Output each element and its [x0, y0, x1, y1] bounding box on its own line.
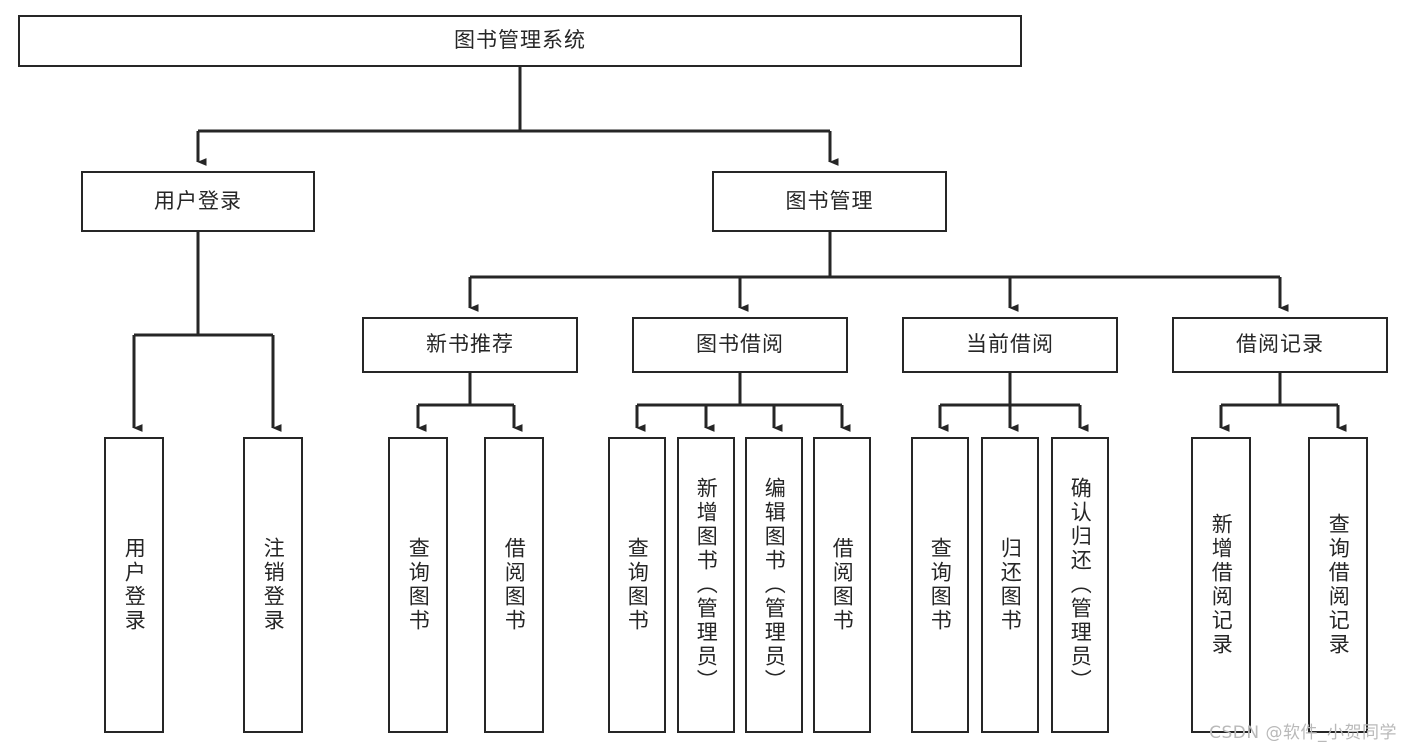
node-label: 编辑图书（管理员） — [762, 477, 787, 693]
node-leaf-borrow-book-recommend[interactable]: 借阅图书 — [484, 437, 544, 733]
node-label: 归还图书 — [998, 537, 1023, 633]
node-label: 新增图书（管理员） — [694, 477, 719, 693]
node-book-management[interactable]: 图书管理 — [712, 171, 947, 232]
node-label: 图书借阅 — [696, 332, 784, 357]
node-label: 确认归还（管理员） — [1068, 477, 1093, 693]
node-book-borrowing[interactable]: 图书借阅 — [632, 317, 848, 373]
node-user-login[interactable]: 用户登录 — [81, 171, 315, 232]
node-label: 查询借阅记录 — [1326, 513, 1351, 657]
node-current-borrowing[interactable]: 当前借阅 — [902, 317, 1118, 373]
node-label: 新增借阅记录 — [1209, 513, 1234, 657]
node-label: 当前借阅 — [966, 332, 1054, 357]
node-label: 用户登录 — [154, 188, 242, 213]
node-new-book-recommendation[interactable]: 新书推荐 — [362, 317, 578, 373]
node-leaf-confirm-return-admin[interactable]: 确认归还（管理员） — [1051, 437, 1109, 733]
csdn-watermark: CSDN @软件_小贺同学 — [1209, 723, 1397, 743]
node-leaf-borrow-book[interactable]: 借阅图书 — [813, 437, 871, 733]
node-label: 图书管理系统 — [454, 28, 586, 53]
node-leaf-edit-book-admin[interactable]: 编辑图书（管理员） — [745, 437, 803, 733]
node-borrow-records[interactable]: 借阅记录 — [1172, 317, 1388, 373]
node-label: 查询图书 — [928, 537, 953, 633]
node-label: 新书推荐 — [426, 332, 514, 357]
node-leaf-add-borrow-record[interactable]: 新增借阅记录 — [1191, 437, 1251, 733]
node-label: 注销登录 — [261, 537, 286, 633]
node-leaf-query-book-current[interactable]: 查询图书 — [911, 437, 969, 733]
node-leaf-query-borrow-record[interactable]: 查询借阅记录 — [1308, 437, 1368, 733]
node-label: 查询图书 — [625, 537, 650, 633]
node-leaf-user-login[interactable]: 用户登录 — [104, 437, 164, 733]
node-label: 查询图书 — [406, 537, 431, 633]
node-label: 借阅图书 — [502, 537, 527, 633]
node-label: 图书管理 — [785, 188, 874, 213]
node-leaf-return-book[interactable]: 归还图书 — [981, 437, 1039, 733]
node-leaf-query-book-recommend[interactable]: 查询图书 — [388, 437, 448, 733]
node-label: 用户登录 — [122, 537, 147, 633]
node-root-system[interactable]: 图书管理系统 — [18, 15, 1022, 67]
node-label: 借阅图书 — [830, 537, 855, 633]
node-leaf-logout[interactable]: 注销登录 — [243, 437, 303, 733]
node-label: 借阅记录 — [1236, 332, 1324, 357]
node-leaf-add-book-admin[interactable]: 新增图书（管理员） — [677, 437, 735, 733]
node-leaf-query-book[interactable]: 查询图书 — [608, 437, 666, 733]
